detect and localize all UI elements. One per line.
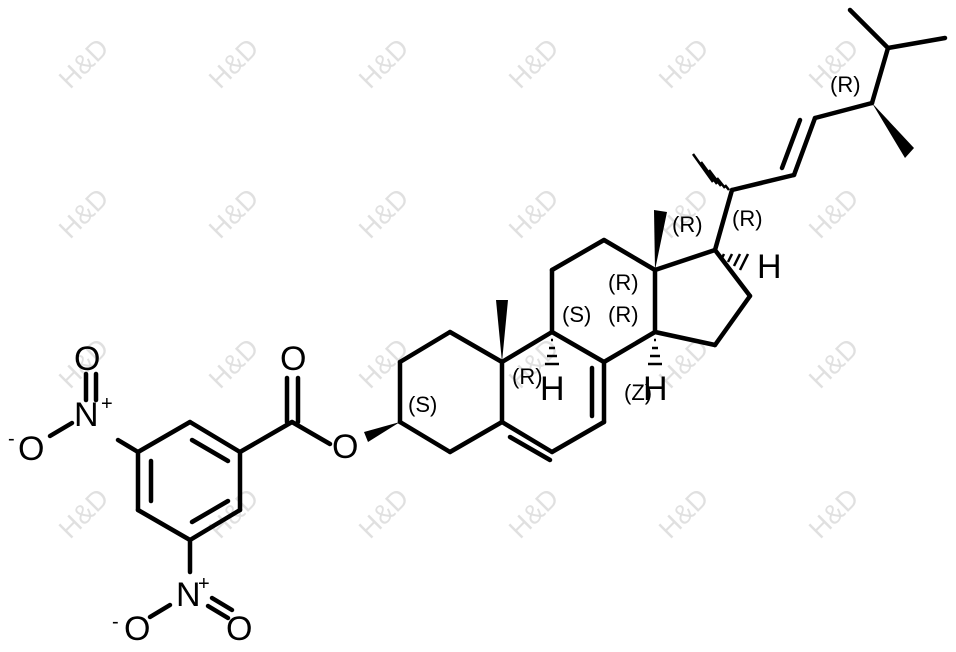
hash-bond xyxy=(738,253,750,271)
atom-o-nitro-top: O xyxy=(74,340,100,378)
bond xyxy=(237,419,295,455)
watermark-text: H&D xyxy=(53,33,115,95)
bond xyxy=(812,100,875,121)
bond xyxy=(847,7,891,51)
charge-plus-bottom: + xyxy=(198,573,210,595)
stereo-label-c10: (R) xyxy=(512,364,543,389)
bond xyxy=(712,187,735,253)
bond xyxy=(549,237,607,273)
bond xyxy=(205,603,231,621)
bond xyxy=(187,419,243,455)
atom-o-nitro-top-anion: O xyxy=(18,430,44,468)
bond xyxy=(447,419,505,455)
watermark-text: H&D xyxy=(353,333,415,395)
atom-h-c17: H xyxy=(757,248,782,286)
watermark-text: H&D xyxy=(53,483,115,545)
watermark-text: H&D xyxy=(53,183,115,245)
bond xyxy=(499,419,555,455)
stereo-label-c9: (S) xyxy=(562,302,591,327)
watermark-text: H&D xyxy=(203,183,265,245)
watermark-text: H&D xyxy=(653,33,715,95)
atom-n-nitro-top: N xyxy=(74,396,99,434)
watermark-text: H&D xyxy=(203,333,265,395)
bond xyxy=(712,293,753,348)
bond xyxy=(289,419,333,447)
hash-bond xyxy=(720,253,726,259)
bond xyxy=(135,419,193,455)
wedge-bond xyxy=(872,103,914,158)
atom-h-c14: H xyxy=(643,370,668,408)
watermark-text: H&D xyxy=(503,483,565,545)
bond xyxy=(397,329,453,365)
charge-minus-bottom: - xyxy=(112,611,119,633)
watermark-text: H&D xyxy=(503,33,565,95)
stereo-label-c17: (R) xyxy=(732,206,763,231)
stereo-labels: (S) (R) (S) (R) (R) (R) (R) (R) (Z) xyxy=(408,72,861,417)
stereo-label-z: (Z) xyxy=(624,380,652,405)
watermark-text: H&D xyxy=(803,183,865,245)
hash-bond xyxy=(691,153,715,183)
bond xyxy=(779,117,803,171)
bond xyxy=(447,329,505,365)
watermark-text: H&D xyxy=(803,333,865,395)
bond xyxy=(601,329,658,365)
watermark-text: H&D xyxy=(353,483,415,545)
bond xyxy=(712,247,753,299)
bond xyxy=(135,507,193,543)
charge-minus-top: - xyxy=(8,428,15,450)
atom-o-carbonyl: O xyxy=(280,340,306,378)
atom-n-nitro-bottom: N xyxy=(176,576,201,614)
stereo-label-c13: (R) xyxy=(672,212,703,237)
watermark-text: H&D xyxy=(803,483,865,545)
watermark-text: H&D xyxy=(653,483,715,545)
bond xyxy=(115,437,141,455)
atom-labels: O N + - O N + O - O O O H H H xyxy=(8,248,782,648)
bond xyxy=(187,507,243,543)
watermark-text: H&D xyxy=(353,183,415,245)
stereo-label-c3: (S) xyxy=(408,392,437,417)
atom-h-c9: H xyxy=(540,370,565,408)
hash-bond xyxy=(708,169,722,187)
bond-inner xyxy=(189,437,231,464)
bond xyxy=(209,595,235,613)
atom-o-nitro-bottom-anion: O xyxy=(124,610,150,648)
bond xyxy=(499,329,555,365)
wedge-bond xyxy=(364,422,400,442)
bond xyxy=(885,35,948,51)
stereo-label-c14: (R) xyxy=(608,302,639,327)
watermark-text: H&D xyxy=(203,33,265,95)
watermark-text: H&D xyxy=(503,183,565,245)
bond-inner xyxy=(189,498,231,525)
wedge-bond xyxy=(496,300,508,362)
bond xyxy=(47,420,75,439)
wedge-bond xyxy=(654,210,667,270)
bond xyxy=(791,115,818,178)
bond xyxy=(549,419,607,455)
wedge-layer xyxy=(364,103,914,442)
watermark-text: H&D xyxy=(353,33,415,95)
hash-bond xyxy=(724,184,730,191)
charge-plus-top: + xyxy=(101,393,113,415)
bond xyxy=(652,247,718,273)
bond xyxy=(397,419,453,455)
hash-bond xyxy=(726,253,734,263)
bond xyxy=(147,602,173,620)
hash-bond xyxy=(716,177,726,189)
bond xyxy=(601,237,658,273)
bond-layer xyxy=(47,7,948,621)
bond xyxy=(869,45,891,106)
stereo-label-c14-top: (R) xyxy=(608,270,639,295)
hash-bond xyxy=(699,161,719,185)
atom-o-nitro-bottom: O xyxy=(226,610,252,648)
bond xyxy=(729,172,797,193)
hash-layer xyxy=(545,153,750,366)
atom-o-ester: O xyxy=(332,428,358,466)
stereo-label-c24: (R) xyxy=(830,72,861,97)
bond xyxy=(507,434,553,463)
hash-bond xyxy=(732,253,742,267)
bond xyxy=(549,329,607,365)
bond xyxy=(652,329,718,348)
